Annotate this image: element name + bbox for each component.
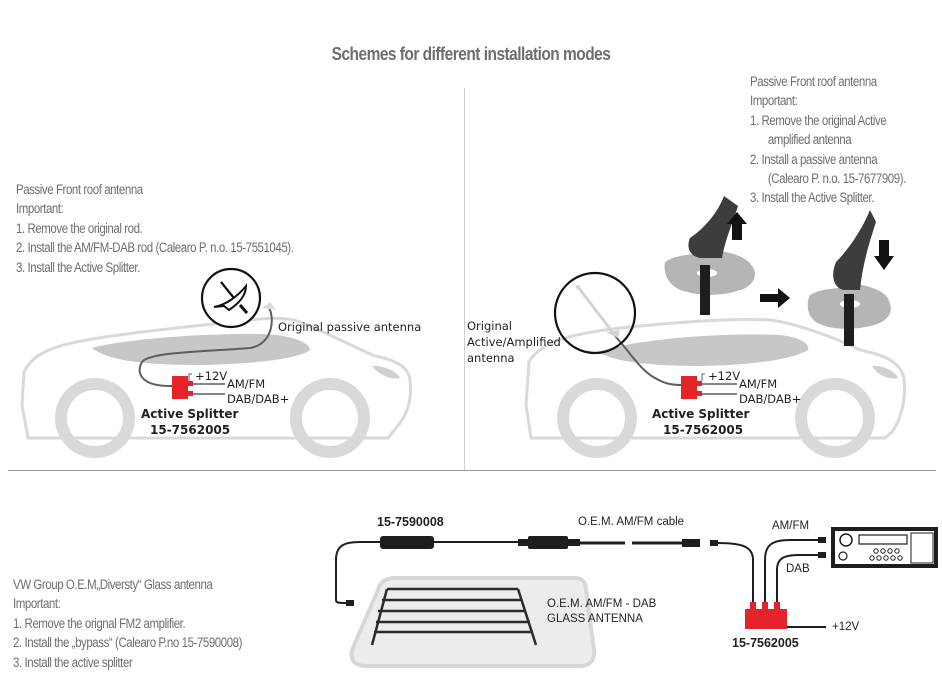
instruction-heading: VW Group O.E.M„Diversty“ Glass antenna [13,577,213,592]
active-splitter-box [745,609,787,629]
glass-antenna-label-line: GLASS ANTENNA [547,613,643,625]
output-dab-label: DAB/DAB+ [739,392,802,406]
antenna-zoom-circle [553,271,637,355]
car-radio-icon [831,527,938,568]
car-right [524,271,906,458]
antenna-zoom-circle [200,267,262,329]
instruction-step: 2. Install the „bypass“ (Calearo P.no 15… [13,635,243,651]
splitter-name: Active Splitter [652,407,750,421]
antenna-cable [138,305,273,387]
car-window [92,333,310,365]
instruction-step: 1. Remove the original rod. [16,220,143,236]
glass-antenna-scheme [335,527,938,668]
instruction-heading: Passive Front roof antenna [750,74,877,89]
car-body-outline [524,317,906,440]
arrow-up-icon [727,212,747,240]
antenna-label: Original Active/Amplified antenna [467,318,561,366]
output-amfm-label: AM/FM [772,520,810,532]
glass-antenna-label-line: O.E.M. AM/FM - DAB [547,598,657,610]
antenna-install-step [807,210,894,346]
output-amfm-label: AM/FM [739,377,778,391]
instruction-step: 3. Install the Active Splitter. [16,259,140,275]
instruction-heading: Passive Front roof antenna [16,182,143,197]
antenna-label: Original passive antenna [278,320,422,334]
cable-label: O.E.M. AM/FM cable [578,516,685,528]
car-body-outline [20,316,412,440]
power-label: +12V [832,621,860,633]
page-title: Schemes for different installation modes [331,44,611,64]
antenna-housing [688,196,738,258]
car-window [598,334,809,366]
bypass-part-number: 15-7590008 [377,515,444,529]
splitter-name: Active Splitter [141,407,239,421]
power-label: +12V [708,369,741,383]
instruction-step-continued: (Calearo P. n.o. 15-7677909). [767,171,906,187]
glass-heating-lines [370,587,538,646]
antenna-label-line: Original [467,319,513,333]
instruction-important: Important: [750,93,798,109]
active-splitter-box [172,376,188,399]
splitter-part-number: 15-7562005 [150,423,231,437]
antenna-base [262,302,276,310]
car-left [20,267,412,458]
instruction-step: 3. Install the Active Splitter. [750,190,874,206]
instruction-step: 2. Install the AM/FM-DAB rod (Calearo P.… [16,240,294,256]
splitter-part-number: 15-7562005 [663,423,744,437]
splitter-part-number: 15-7562005 [732,636,799,650]
wheel-rear [55,378,135,458]
antenna-housing [833,210,876,290]
antenna-cable [614,335,683,386]
bypass-cable [335,541,380,600]
wheel-front [290,378,370,458]
active-splitter-box [681,376,697,399]
wheel-rear [557,378,637,458]
left-scheme-instructions: Passive Front roof antenna Important: 1.… [16,180,294,277]
glass-antenna-label: O.E.M. AM/FM - DAB GLASS ANTENNA [547,597,656,627]
wheel-front [795,378,875,458]
bottom-scheme-instructions: VW Group O.E.M„Diversty“ Glass antenna I… [13,575,242,672]
antenna-label-line: antenna [467,351,515,365]
antenna-removal-step [664,196,755,315]
instruction-step-continued: amplified antenna [767,132,852,148]
arrow-right-icon [760,288,790,308]
output-dab-label: DAB/DAB+ [227,392,290,406]
instruction-step: 3. Install the active splitter [13,654,133,670]
right-scheme-instructions: Passive Front roof antenna Important: 1.… [750,72,906,208]
arrow-down-icon [874,240,894,270]
antenna-label-line: Active/Amplified [467,335,561,349]
power-label: +12V [195,369,228,383]
output-amfm-label: AM/FM [227,377,266,391]
output-dab-label: DAB [786,563,810,575]
instruction-step: 1. Remove the orignal FM2 amplifier. [13,615,186,631]
headlight [872,365,898,379]
instruction-step: 2. Install a passive antenna [750,151,878,167]
headlight [372,365,400,379]
oem-cable-connector [518,536,718,549]
active-antenna-icon [576,285,620,338]
instruction-step: 1. Remove the original Active [750,112,887,128]
instruction-important: Important: [16,201,64,217]
instruction-important: Important: [13,596,61,612]
bypass-module [380,536,434,549]
passive-antenna-icon [213,281,249,314]
